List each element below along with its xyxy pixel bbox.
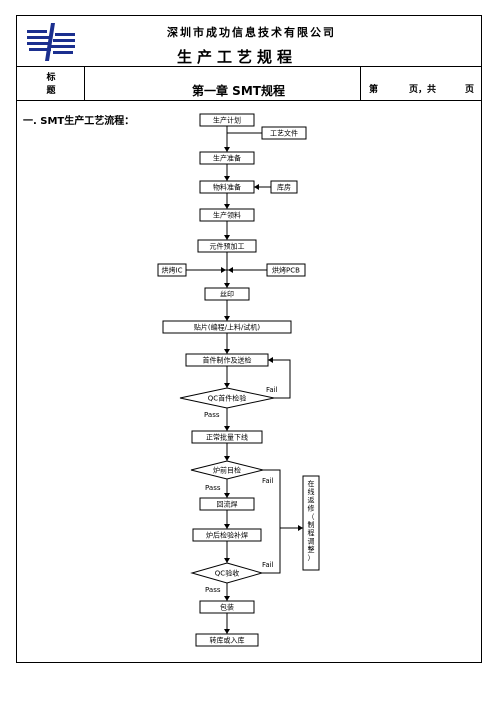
rework-char-4: 修: [308, 504, 315, 513]
company-name: 深圳市成功信息技术有限公司: [167, 26, 336, 39]
decision-11: [190, 460, 264, 480]
rework-char-6: 制: [308, 520, 315, 529]
decision-14-label: QC验收: [215, 569, 239, 578]
step-3: [199, 180, 255, 194]
step-2-label: 生产准备: [213, 154, 241, 163]
step-7: [162, 320, 292, 334]
bake-ic-box-label: 烘烤IC: [162, 266, 183, 275]
page-mid: 页，共: [409, 85, 437, 95]
step-12: [199, 497, 255, 511]
connector-8-head: [224, 383, 230, 388]
connector-3-head: [224, 204, 230, 209]
qc-accept-pass-label: Pass: [205, 586, 221, 594]
first-article-fail-head: [268, 357, 273, 363]
step-8-label: 首件制作及送检: [203, 356, 252, 365]
rework-char-7: 程: [308, 528, 315, 537]
step-6: [204, 287, 250, 301]
step-1: [199, 113, 255, 127]
connector-2-head: [224, 176, 230, 181]
connector-6-head: [224, 316, 230, 321]
bake-ic-box: [157, 263, 187, 277]
step-3-label: 物料准备: [213, 183, 241, 192]
document-title: 生产工艺规程: [177, 48, 298, 66]
connector-4-head: [224, 235, 230, 240]
decision-9: [179, 387, 275, 409]
step-13: [192, 528, 262, 542]
bake-pcb-link-head: [228, 267, 233, 273]
pre-reflow-fail-head: [298, 525, 303, 531]
step-13-label: 炉后检验补焊: [206, 531, 248, 540]
connector-7-head: [224, 349, 230, 354]
warehouse-box-label: 库房: [277, 183, 291, 192]
pre-reflow-pass-label: Pass: [205, 484, 221, 492]
rework-char-2: 线: [308, 487, 315, 496]
step-7-label: 贴片(编程/上料/试机): [194, 323, 260, 332]
bake-pcb-box: [266, 263, 306, 277]
connector-9-head: [224, 426, 230, 431]
step-1-label: 生产计划: [213, 116, 241, 125]
connector-5-head: [224, 283, 230, 288]
decision-9-label: QC首件检验: [208, 394, 246, 403]
bake-ic-link-head: [221, 267, 226, 273]
page-suffix: 页: [465, 85, 475, 95]
rework-char-10: ）: [308, 554, 315, 562]
connector-1-head: [224, 147, 230, 152]
pre-reflow-fail-link: [263, 469, 303, 529]
rework-char-9: 整: [308, 545, 315, 554]
connector-14-head: [224, 596, 230, 601]
title-divider: [17, 100, 481, 101]
company-logo-icon: [27, 23, 75, 61]
rework-box: [302, 475, 320, 571]
step-2: [199, 151, 255, 165]
rework-char-1: 在: [308, 479, 315, 488]
step-16: [195, 633, 259, 647]
connector-13-head: [224, 558, 230, 563]
connector-12-head: [224, 524, 230, 529]
section-heading: 一. SMT生产工艺流程：: [23, 116, 135, 127]
connector-11-head: [224, 493, 230, 498]
qc-accept-fail-link: [262, 528, 281, 574]
rework-char-5: （: [308, 513, 315, 521]
step-4-label: 生产领料: [213, 211, 241, 220]
first-article-pass-label: Pass: [204, 411, 220, 419]
step-15-label: 包装: [220, 603, 234, 612]
step-6-label: 丝印: [220, 290, 234, 299]
page-prefix: 第: [369, 85, 379, 95]
step-8: [185, 353, 269, 367]
step-15: [199, 600, 255, 614]
step-16-label: 转库或入库: [210, 636, 245, 645]
step-10-label: 正常批量下线: [206, 433, 248, 442]
step-5-label: 元件预加工: [210, 242, 245, 251]
qc-accept-fail-label: Fail: [262, 561, 274, 569]
step-5: [197, 239, 257, 253]
page-column-line: [360, 66, 361, 100]
connector-15-head: [224, 629, 230, 634]
first-article-fail-label: Fail: [266, 386, 278, 394]
decision-11-label: 炉前目检: [213, 466, 241, 475]
connector-10-head: [224, 456, 230, 461]
rework-char-8: 调: [308, 536, 315, 545]
step-10: [191, 430, 263, 444]
process-file-box: [261, 126, 307, 140]
first-article-fail-loop: [268, 359, 291, 399]
warehouse-box: [270, 180, 298, 194]
chapter-title: 第一章 SMT规程: [192, 84, 285, 98]
header-divider: [17, 66, 481, 67]
step-4: [199, 208, 255, 222]
label-column-line: [84, 66, 85, 100]
process-file-box-label: 工艺文件: [270, 129, 298, 138]
bake-pcb-box-label: 烘烤PCB: [272, 266, 300, 275]
decision-14: [190, 562, 264, 584]
title-label: 标 题: [46, 73, 56, 96]
pre-reflow-fail-label: Fail: [262, 477, 274, 485]
warehouse-link-head: [254, 184, 259, 190]
step-12-label: 回流焊: [217, 500, 238, 509]
rework-char-3: 返: [308, 496, 315, 504]
document-page: 深圳市成功信息技术有限公司 生产工艺规程 标 题 第一章 SMT规程 第 页，共…: [16, 15, 482, 663]
